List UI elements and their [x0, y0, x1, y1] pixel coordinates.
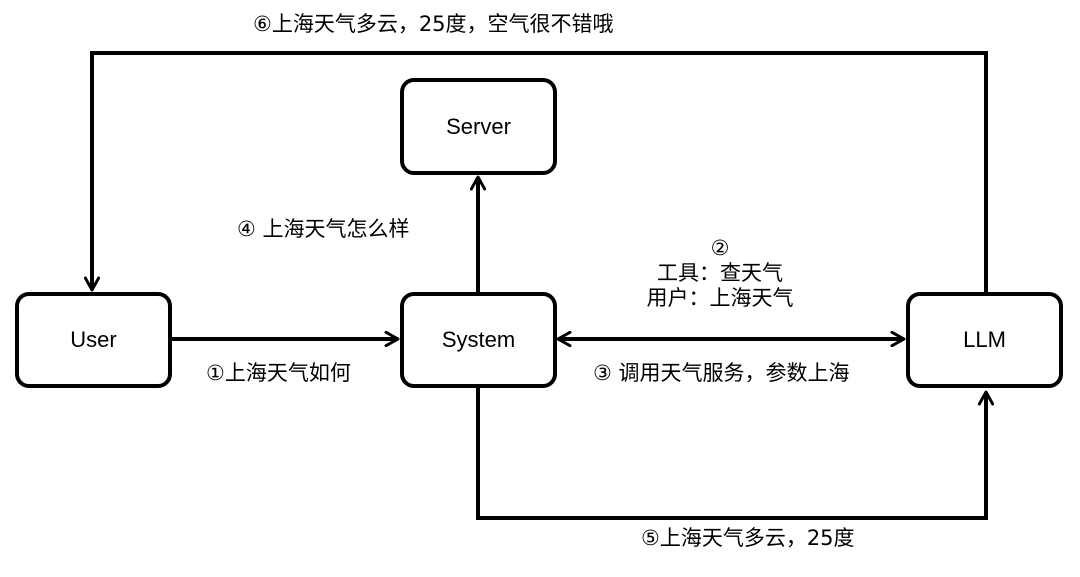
edge-label-2: ② 工具：查天气 用户：上海天气 — [620, 236, 820, 312]
edge-label-2-tool: 工具：查天气 — [657, 261, 783, 286]
edge-label-4: ④ 上海天气怎么样 — [237, 217, 410, 241]
edge-label-2-number: ② — [710, 236, 730, 260]
edge-label-3: ③ 调用天气服务，参数上海 — [593, 361, 850, 385]
edge-label-2-user: 用户：上海天气 — [646, 286, 794, 311]
node-user: User — [15, 292, 172, 388]
edge-system-to-llm-bottom — [476, 387, 986, 520]
edge-llm-to-user-top — [92, 51, 988, 292]
node-server: Server — [400, 78, 557, 175]
edge-label-6: ⑥上海天气多云，25度，空气很不错哦 — [253, 12, 614, 36]
edge-label-1: ①上海天气如何 — [206, 361, 351, 385]
node-system: System — [400, 292, 557, 388]
edge-label-5: ⑤上海天气多云，25度 — [641, 526, 855, 550]
node-llm: LLM — [906, 292, 1063, 388]
